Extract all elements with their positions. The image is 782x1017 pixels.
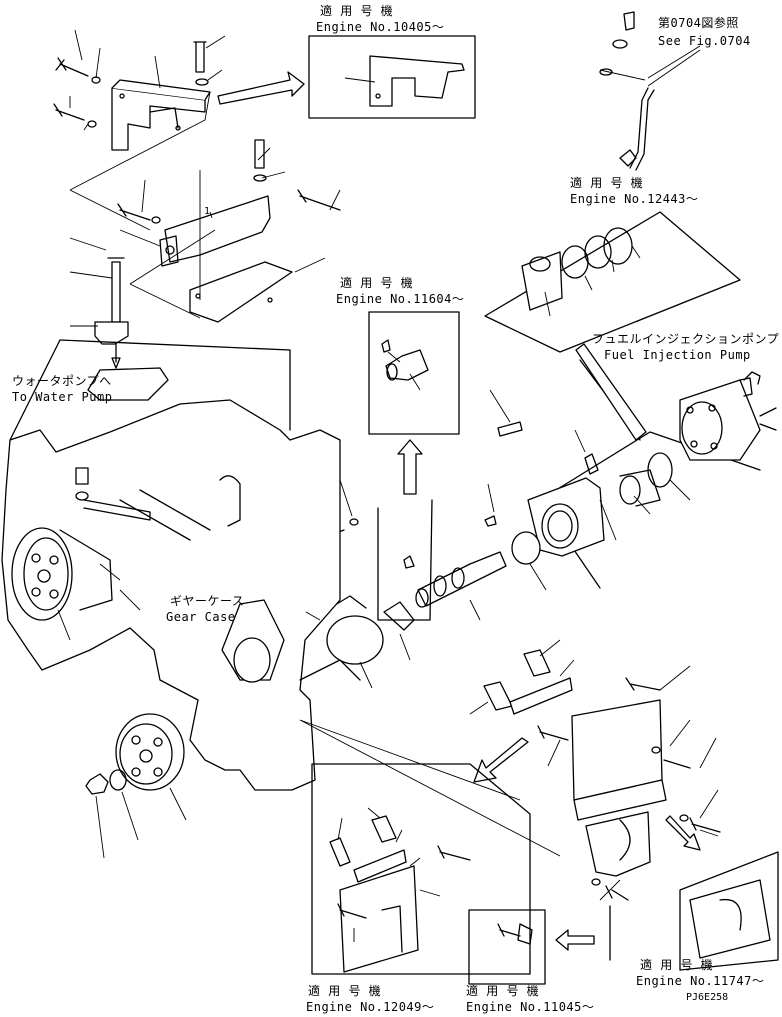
section-outline-b xyxy=(69,189,151,231)
engine-10405-label-jp: 適 用 号 機 xyxy=(320,4,394,18)
water-pump-label-jp: ウォータポンプへ xyxy=(12,374,112,388)
gear-case-label: Gear Case xyxy=(166,610,236,624)
see-fig-label-jp: 第0704図参照 xyxy=(658,16,739,30)
engine-11747-label-jp: 適 用 号 機 xyxy=(640,958,714,972)
idler-gear xyxy=(85,713,187,859)
detail-box-11045 xyxy=(468,909,546,985)
arrow-to-11747 xyxy=(665,815,701,851)
gear-case-label-jp: ギヤーケース xyxy=(170,594,245,608)
engine-block xyxy=(1,339,361,791)
cover-plate xyxy=(326,595,415,689)
detail-box-12443 xyxy=(484,211,741,353)
lower-right-brackets xyxy=(469,639,721,901)
detail-region-camshaft xyxy=(377,499,433,621)
detail-box-11604 xyxy=(368,311,460,435)
engine-12049-label-jp: 適 用 号 機 xyxy=(308,984,382,998)
engine-11604-label: Engine No.11604～ xyxy=(336,292,465,306)
fuel-pump-label: Fuel Injection Pump xyxy=(604,348,751,362)
arrow-to-11045 xyxy=(555,929,595,951)
mid-bracket-assembly xyxy=(117,139,341,323)
fuel-injection-pump xyxy=(539,343,777,589)
engine-12443-label-jp: 適 用 号 機 xyxy=(570,176,644,190)
fuel-pipe-assembly xyxy=(599,11,701,171)
water-pump-pulley xyxy=(11,527,121,641)
callout-number: 1 xyxy=(204,206,211,217)
drawing-code: PJ6E258 xyxy=(686,992,729,1003)
engine-11604-label-jp: 適 用 号 機 xyxy=(340,276,414,290)
engine-12049-label: Engine No.12049～ xyxy=(306,1000,435,1014)
fuel-pump-label-jp: フュエルインジェクションポンプ xyxy=(592,332,780,346)
engine-11045-label: Engine No.11045～ xyxy=(466,1000,595,1014)
engine-11045-label-jp: 適 用 号 機 xyxy=(466,984,540,998)
detail-box-11747 xyxy=(609,851,779,971)
water-pump-pipe-bracket xyxy=(69,237,129,369)
upper-bracket-assembly xyxy=(53,29,226,151)
drive-shaft xyxy=(403,483,547,621)
see-fig-label: See Fig.0704 xyxy=(658,34,751,48)
reference-arrow-top xyxy=(217,71,305,105)
up-arrow-11604 xyxy=(397,439,423,495)
pump-drive-housing xyxy=(489,389,691,557)
detail-box-12049 xyxy=(311,763,531,975)
engine-11747-label: Engine No.11747～ xyxy=(636,974,765,988)
detail-box-10405 xyxy=(308,35,476,119)
engine-10405-label: Engine No.10405～ xyxy=(316,20,445,34)
engine-12443-label: Engine No.12443～ xyxy=(570,192,699,206)
arrow-to-12049 xyxy=(473,737,529,783)
water-pump-label: To Water Pump xyxy=(12,390,113,404)
section-outline-a xyxy=(69,91,211,191)
leader-lines-lower xyxy=(299,719,561,857)
